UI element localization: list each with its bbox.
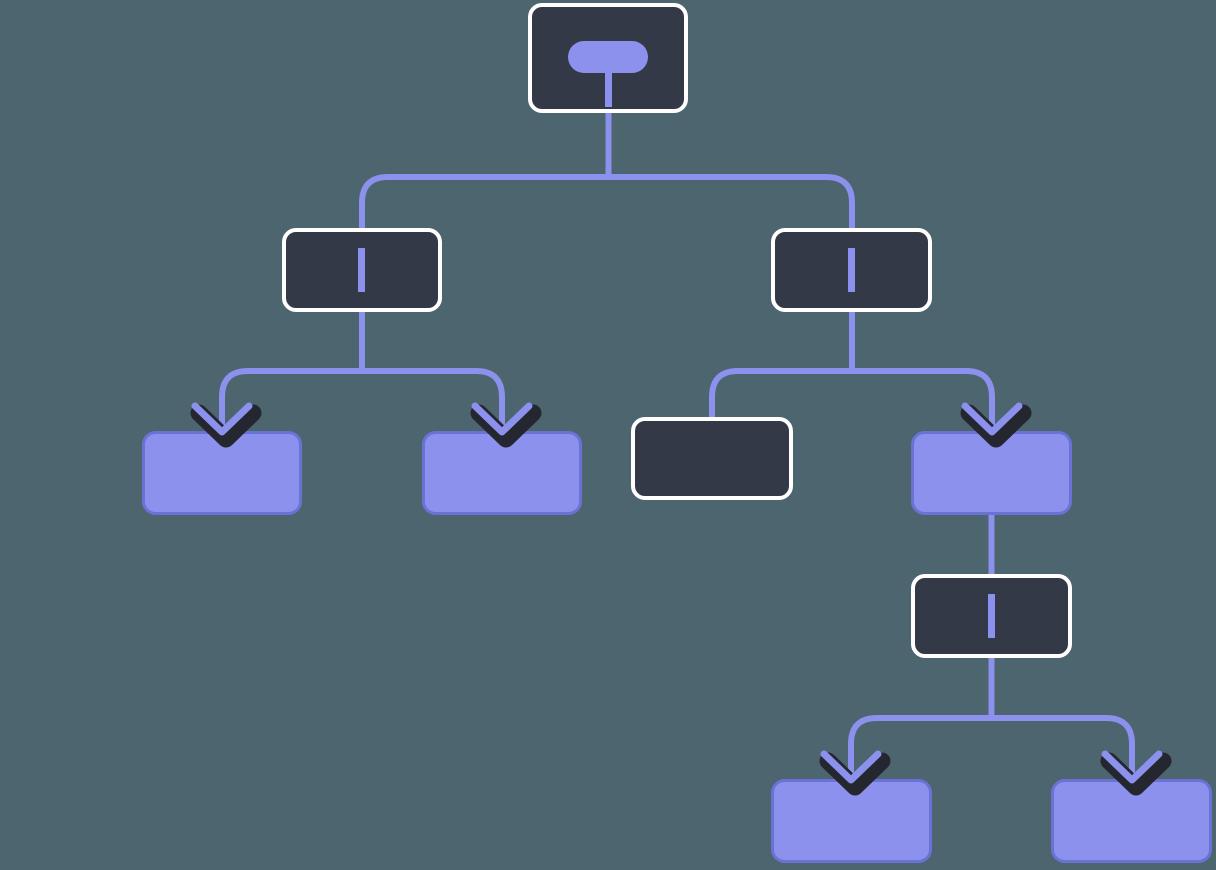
connector-level1-left-to-leaf-a-arrowhead: [190, 402, 262, 448]
arrowheads-layer: [190, 402, 1172, 796]
connector-level3-to-leaf-a-arrowhead: [819, 750, 891, 796]
level1-right-node[interactable]: [771, 228, 932, 312]
connector-level1-left-to-leaf-b-arrowhead: [470, 402, 542, 448]
connector-level3-to-leaf-b: [988, 715, 1135, 785]
level2-dark-node[interactable]: [631, 417, 793, 500]
arrow-front-chevron-icon: [1101, 750, 1163, 784]
level1-right-node-bar-glyph: [848, 248, 855, 292]
arrow-front-chevron-icon: [820, 750, 882, 784]
level2-dark-node-body[interactable]: [631, 417, 793, 500]
arrow-front-chevron-icon: [471, 402, 533, 436]
root-node-stem-glyph: [605, 73, 612, 107]
connector-level1-left-to-leaf-b: [359, 368, 505, 437]
connector-root-to-level1-left: [359, 174, 612, 233]
connector-level1-right-to-purple-node-arrowhead: [960, 402, 1032, 448]
connector-level1-left-to-leaf-a: [219, 368, 365, 437]
level1-left-node[interactable]: [282, 228, 442, 312]
arrow-front-chevron-icon: [191, 402, 253, 436]
root-node-pill-glyph: [568, 41, 648, 73]
level3-dark-node[interactable]: [911, 574, 1072, 658]
level3-dark-node-bar-glyph: [988, 594, 995, 638]
nodes-layer: [142, 3, 1212, 863]
connector-level3-to-leaf-b-arrowhead: [1100, 750, 1172, 796]
arrow-front-chevron-icon: [961, 402, 1023, 436]
level1-left-node-bar-glyph: [358, 248, 365, 292]
connector-level3-to-leaf-a: [848, 715, 995, 785]
root-node[interactable]: [528, 3, 688, 113]
connector-root-to-level1-right: [605, 174, 855, 233]
connector-level1-right-to-dark-node: [709, 368, 855, 422]
connector-level1-right-to-purple-node: [849, 368, 995, 437]
connectors-layer: [219, 104, 1135, 785]
